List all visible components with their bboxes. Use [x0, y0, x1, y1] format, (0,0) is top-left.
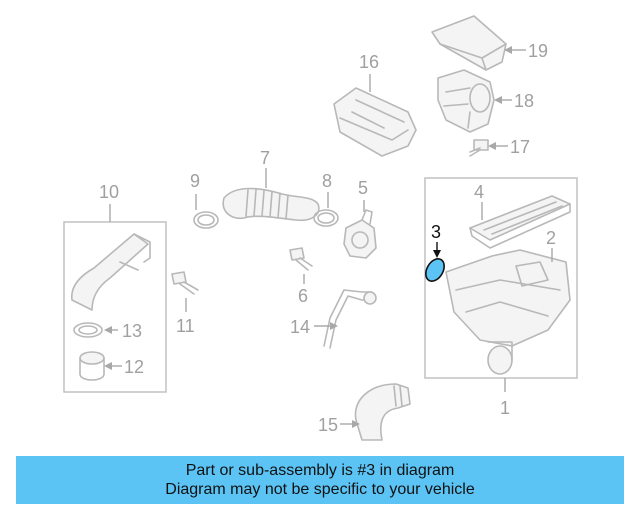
callout-14: 14 — [290, 317, 310, 337]
banner-line-1: Part or sub-assembly is #3 in diagram — [185, 462, 455, 479]
callout-7: 7 — [260, 148, 270, 168]
part-6-screw — [289, 247, 313, 271]
callout-4: 4 — [474, 182, 484, 202]
arrow-13 — [104, 326, 112, 334]
part-5-sensor — [343, 209, 377, 259]
callout-15: 15 — [318, 415, 338, 435]
arrow-17 — [488, 142, 496, 150]
arrow-15 — [352, 420, 360, 428]
part-9-clamp — [193, 211, 219, 229]
callout-9: 9 — [190, 171, 200, 191]
callout-10: 10 — [99, 182, 119, 202]
part-19-cover — [431, 15, 507, 71]
part-18-housing — [437, 69, 495, 133]
part-13-ring — [73, 322, 103, 338]
callout-16: 16 — [359, 52, 379, 72]
arrow-18 — [494, 96, 502, 104]
callout-18: 18 — [514, 91, 534, 111]
callout-17: 17 — [510, 137, 530, 157]
part-14-tube — [323, 289, 377, 349]
group-1-box — [424, 177, 578, 379]
callout-5: 5 — [358, 178, 368, 198]
part-16-duct — [333, 87, 417, 157]
callout-2: 2 — [546, 228, 556, 248]
callout-19: 19 — [528, 41, 548, 61]
arrow-12 — [104, 362, 112, 370]
part-8-clamp — [313, 209, 339, 227]
parts-diagram: 19 18 17 16 7 9 8 — [63, 15, 578, 441]
part-7-hose — [222, 187, 320, 222]
part-15-elbow — [354, 383, 411, 441]
part-17-bolt — [469, 139, 489, 157]
part-12-grommet — [79, 351, 105, 381]
group-10-box — [63, 221, 167, 393]
banner-line-2: Diagram may not be specific to your vehi… — [165, 481, 475, 498]
part-2-housing — [445, 249, 571, 375]
part-3-gasket-highlighted[interactable] — [422, 256, 448, 285]
callout-6: 6 — [298, 286, 308, 306]
part-10-pipe — [70, 233, 151, 311]
callout-11: 11 — [176, 316, 195, 336]
callout-1: 1 — [500, 398, 510, 418]
callout-12: 12 — [124, 357, 144, 377]
callout-8: 8 — [322, 171, 332, 191]
arrow-19 — [504, 46, 512, 54]
part-4-filter — [469, 195, 571, 249]
arrow-14 — [330, 322, 338, 330]
callout-13: 13 — [122, 321, 142, 341]
arrow-3 — [433, 250, 441, 258]
info-banner: Part or sub-assembly is #3 in diagram Di… — [16, 456, 624, 504]
part-11-bolt — [171, 271, 199, 295]
callout-3: 3 — [431, 222, 441, 242]
